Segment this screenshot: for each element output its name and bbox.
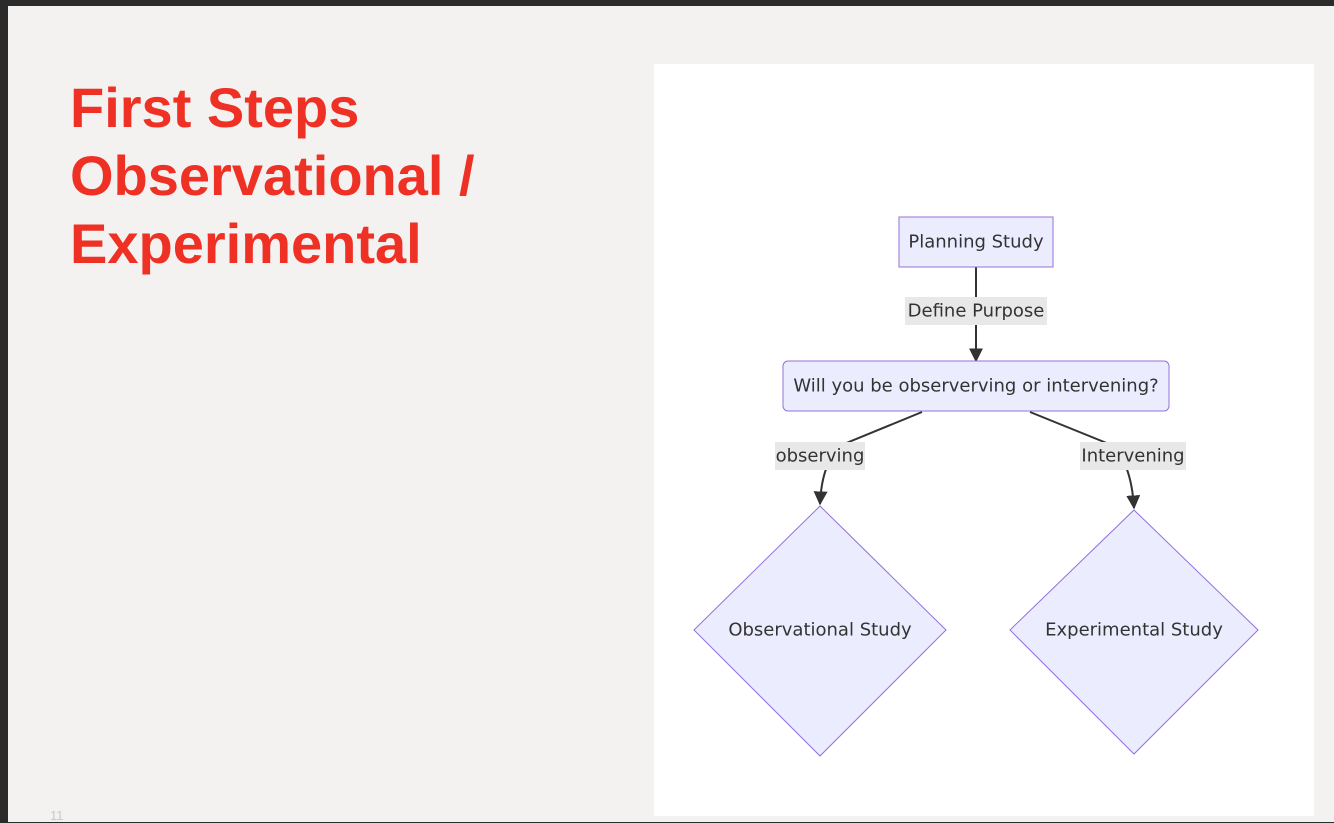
edge-label-bg-observing	[775, 442, 865, 470]
slide: First Steps Observational / Experimental…	[8, 6, 1334, 823]
slide-title: First Steps Observational / Experimental	[70, 74, 475, 278]
slide-title-line-2: Observational /	[70, 144, 475, 207]
slide-title-line-3: Experimental	[70, 212, 422, 275]
flowchart-panel: Define Purpose observing Intervening Pla…	[654, 64, 1314, 816]
flowchart: Define Purpose observing Intervening Pla…	[693, 216, 1259, 757]
edge-label-bg-define-purpose	[905, 297, 1047, 325]
node-experimental-study: Experimental Study	[1009, 509, 1259, 755]
slide-title-line-1: First Steps	[70, 76, 360, 139]
edge-label-bg-intervening	[1080, 442, 1186, 470]
edge-label-intervening: Intervening	[1081, 446, 1184, 467]
node-planning-study: Planning Study	[898, 216, 1054, 268]
node-question-label: Will you be observerving or intervening?	[793, 376, 1158, 397]
node-planning-study-label: Planning Study	[908, 232, 1044, 253]
node-observational-study: Observational Study	[693, 505, 947, 757]
node-observational-study-label: Observational Study	[728, 620, 912, 641]
slide-page-number: 11	[50, 808, 64, 823]
edge-label-define-purpose: Define Purpose	[908, 301, 1045, 322]
node-question: Will you be observerving or intervening?	[782, 360, 1170, 412]
node-experimental-study-label: Experimental Study	[1045, 620, 1223, 641]
edge-label-observing: observing	[776, 446, 865, 467]
